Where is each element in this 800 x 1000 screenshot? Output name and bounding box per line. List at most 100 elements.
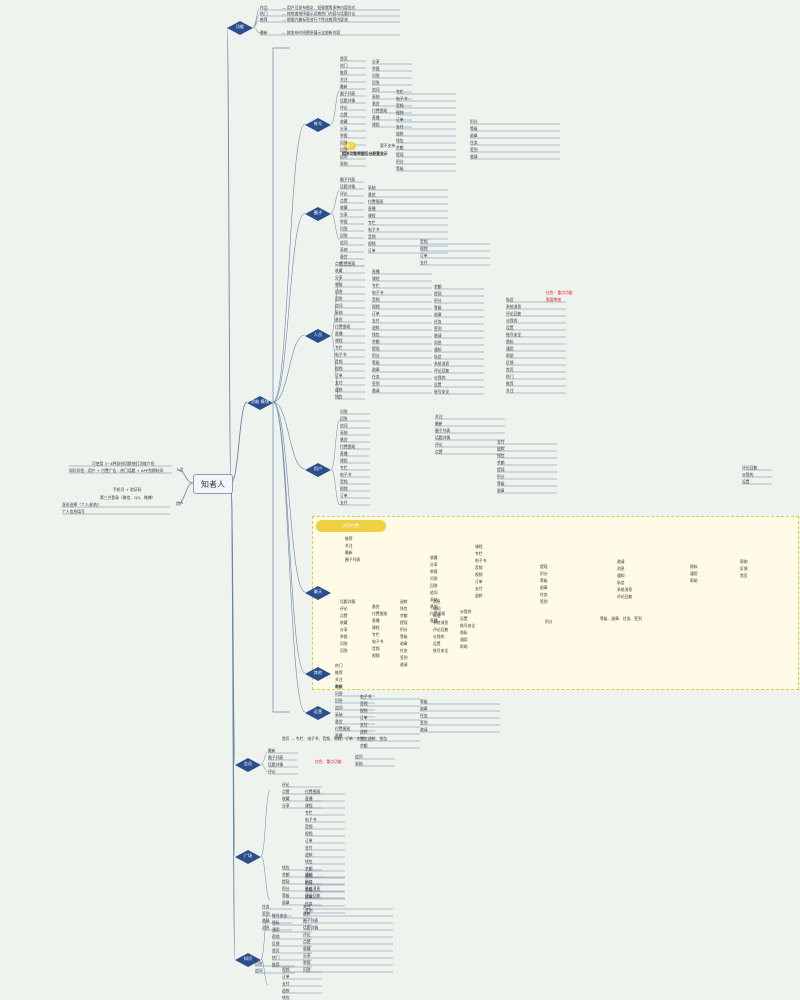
text-label: 话题详情: [340, 184, 356, 189]
text-label: 任务: [470, 140, 478, 145]
text-label: 支付: [372, 318, 380, 323]
text-label: 账号安全: [434, 389, 450, 394]
text-label: 采纳: [340, 161, 348, 166]
text-label: 通用: [506, 346, 514, 351]
text-label: 支付: [396, 124, 404, 129]
text-label: 等级: [400, 634, 408, 639]
text-label: 钱包: [396, 138, 404, 143]
text-label: 积分: [470, 119, 478, 124]
text-label: 电子书: [372, 290, 384, 295]
text-label: 点赞: [335, 261, 343, 266]
text-label: 举报: [372, 66, 380, 71]
text-label: 回答: [430, 583, 438, 588]
text-label: 余额: [434, 284, 442, 289]
text-label: 电子书: [340, 472, 352, 477]
branch-node-b1[interactable]: 功能: [227, 20, 253, 35]
branch-node-b8[interactable]: 其他: [305, 666, 331, 681]
branch-node-b11[interactable]: 广场: [235, 849, 261, 864]
text-label: 电子书: [360, 694, 372, 699]
text-label: 私信: [433, 613, 441, 618]
text-label: 收藏: [340, 620, 348, 625]
text-label: 付费围观: [335, 726, 351, 731]
text-label: 邀请: [400, 662, 408, 667]
text-label: 追问: [340, 423, 348, 428]
text-label: 等级: [282, 893, 290, 898]
text-label: 订单: [372, 311, 380, 316]
text-label: 帮助: [740, 559, 748, 564]
text-label: 视频: [360, 708, 368, 713]
text-label: 评论: [268, 769, 276, 774]
text-label: 钱包: [282, 865, 290, 870]
connector-line: [272, 401, 306, 713]
text-label: 通知: [434, 347, 442, 352]
text-label: 关注: [435, 414, 443, 419]
connector-line: [330, 468, 341, 506]
text-label: 回答: [335, 698, 343, 703]
text-label: 帮助: [506, 353, 514, 358]
text-label: 反馈: [506, 360, 514, 365]
text-label: 钱包: [305, 859, 313, 864]
connector-line: [260, 751, 269, 765]
branch-node-b10[interactable]: 会员: [235, 757, 261, 772]
branch-node-b6[interactable]: 用户: [305, 462, 331, 477]
text-label: 任务: [434, 319, 442, 324]
text-label: 分享: [340, 126, 348, 131]
text-label: 直播: [430, 618, 438, 623]
connector-line: [272, 123, 306, 403]
text-label: 首页: [740, 573, 748, 578]
text-label: 付费围观: [340, 444, 356, 449]
text-label: 收藏: [282, 796, 290, 801]
branch-node-b7[interactable]: 聊天: [305, 585, 331, 600]
text-label: 悬赏: [368, 192, 376, 197]
text-label: 视频: [282, 967, 290, 972]
text-label: 钱包: [400, 606, 408, 611]
text-label: 账号安全: [506, 332, 522, 337]
branch-node-b2[interactable]: 功能 模块: [247, 395, 273, 410]
text-label: 问答: [372, 73, 380, 78]
branch-node-b5[interactable]: 人员: [305, 328, 331, 343]
text-label: 音频: [372, 646, 380, 651]
text-label: 需要审核: [546, 297, 562, 302]
text-label: 热门: [272, 955, 280, 960]
text-label: 任务: [420, 713, 428, 718]
text-label: 推荐: [506, 381, 514, 386]
text-label: 直播: [340, 451, 348, 456]
text-label: 积分: [497, 474, 505, 479]
text-label: 最新: [260, 30, 268, 35]
connector-line: [330, 89, 341, 125]
text-label: 余额: [396, 145, 404, 150]
text-label: 视频: [372, 653, 380, 658]
text-label: 支付: [340, 500, 348, 505]
text-label: 订单: [420, 253, 428, 258]
text-label: 任务: [400, 648, 408, 653]
text-label: 积分: [372, 353, 380, 358]
connector-line: [230, 401, 248, 484]
text-label: 支付: [305, 845, 313, 850]
root-node[interactable]: 知者人: [193, 474, 233, 494]
text-label: 等级: [420, 699, 428, 704]
text-label: 邀请: [434, 333, 442, 338]
text-label: 电子书: [368, 227, 380, 232]
branch-node-b4[interactable]: 圈子: [305, 206, 331, 221]
text-label: 话题详情: [303, 925, 319, 930]
text-label: 电子书: [475, 558, 487, 563]
text-label: 支付: [282, 981, 290, 986]
text-label: 消息: [433, 599, 441, 604]
text-label: 隐私: [506, 339, 514, 344]
text-label: 可使用 3~4种身份切换他们功能介绍: [92, 461, 155, 466]
branch-node-b12[interactable]: 知识: [235, 952, 261, 967]
branch-node-b9[interactable]: 运营: [305, 705, 331, 720]
text-label: 签到: [400, 655, 408, 660]
text-label: 评论回复: [506, 311, 522, 316]
text-label: 评论: [340, 105, 348, 110]
text-label: 个人信息填写: [62, 509, 85, 514]
branch-node-b3[interactable]: 账号: [305, 117, 331, 132]
text-label: 采纳: [430, 597, 438, 602]
text-label: 视频: [420, 246, 428, 251]
text-label: 专栏: [372, 283, 380, 288]
text-label: 圈子列表: [268, 755, 284, 760]
text-label: 点赞: [303, 939, 311, 944]
text-label: 帮助: [460, 644, 468, 649]
text-label: 悬赏: [430, 604, 438, 609]
text-label: 首页: [272, 948, 280, 953]
